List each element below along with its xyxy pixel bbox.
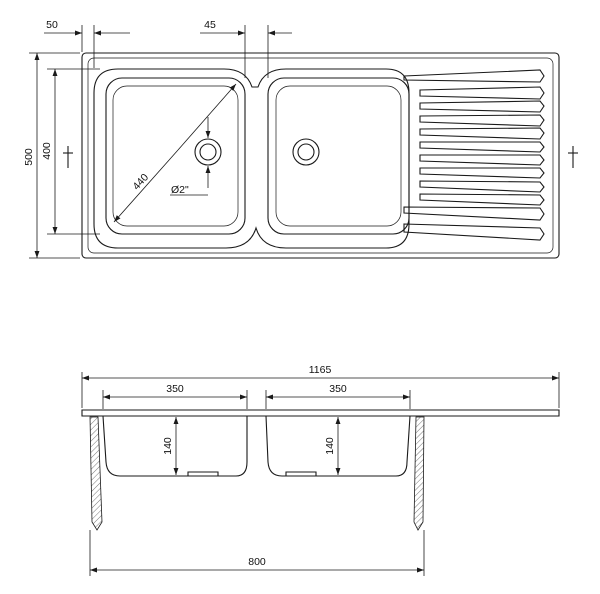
right-bowl-profile (265, 415, 411, 477)
drainboard-ribs (403, 69, 545, 241)
label-total-length: 1165 (309, 364, 332, 376)
label-left-bowl-width: 350 (166, 383, 184, 395)
right-drain (292, 138, 320, 166)
front-view: 1165 350 350 140 140 800 (81, 364, 560, 576)
dimension-350-right (265, 390, 411, 409)
right-bowl-floor (275, 85, 402, 227)
left-bowl-floor (112, 85, 239, 227)
dimension-500 (29, 52, 80, 259)
dimension-440 (113, 83, 237, 223)
label-right-bowl-depth: 140 (324, 437, 336, 455)
label-bowl-diagonal: 440 (130, 171, 151, 192)
dimension-1165 (81, 372, 560, 408)
section-marker-left (63, 146, 73, 168)
right-drain-profile (285, 471, 317, 476)
label-right-bowl-width: 350 (329, 383, 347, 395)
sink-deck-profile (81, 409, 560, 417)
label-bowl-depth: 400 (41, 142, 53, 160)
bowl-recess-outline (93, 68, 410, 249)
label-left-bowl-depth: 140 (162, 437, 174, 455)
left-drain (194, 138, 222, 166)
section-marker-right (568, 146, 578, 168)
dimension-800 (89, 530, 425, 576)
dimension-50 (44, 25, 130, 68)
top-view: 50 45 500 400 440 Ø2" (23, 19, 578, 259)
left-drain-profile (187, 471, 219, 476)
left-bowl (105, 77, 246, 235)
dimension-350-left (102, 390, 248, 409)
right-bowl (267, 77, 410, 235)
left-cabinet-side (89, 416, 103, 531)
left-bowl-profile (102, 415, 248, 477)
drain-leader (170, 117, 211, 196)
label-rim-width: 50 (46, 19, 58, 31)
sink-inner-rim (87, 57, 554, 254)
right-cabinet-side (413, 416, 425, 531)
label-drain-size: Ø2" (171, 184, 189, 196)
label-divider-width: 45 (204, 19, 216, 31)
label-overall-depth: 500 (23, 148, 35, 166)
dimension-45 (200, 25, 292, 78)
sink-outer-rim (81, 52, 560, 259)
dimension-400 (47, 68, 100, 235)
label-cabinet-width: 800 (248, 556, 266, 568)
